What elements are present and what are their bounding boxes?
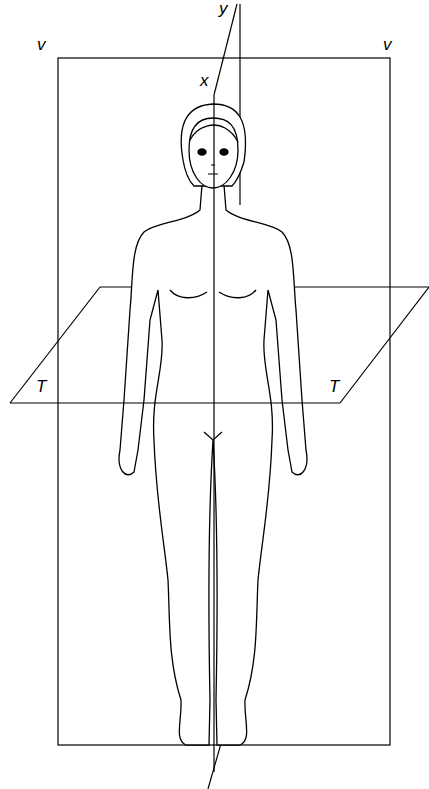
plane-label: y [218, 0, 229, 18]
plane-label: v [382, 36, 393, 54]
sagittal-front-edge [213, 95, 214, 772]
plane-label: T [35, 378, 47, 396]
plane-label: x [199, 72, 210, 90]
frontal-plane [58, 58, 390, 745]
horizontal-front-edge [10, 402, 340, 403]
human-figure [119, 104, 307, 745]
plane-label: v [36, 36, 47, 54]
plane-label: T [328, 378, 340, 396]
